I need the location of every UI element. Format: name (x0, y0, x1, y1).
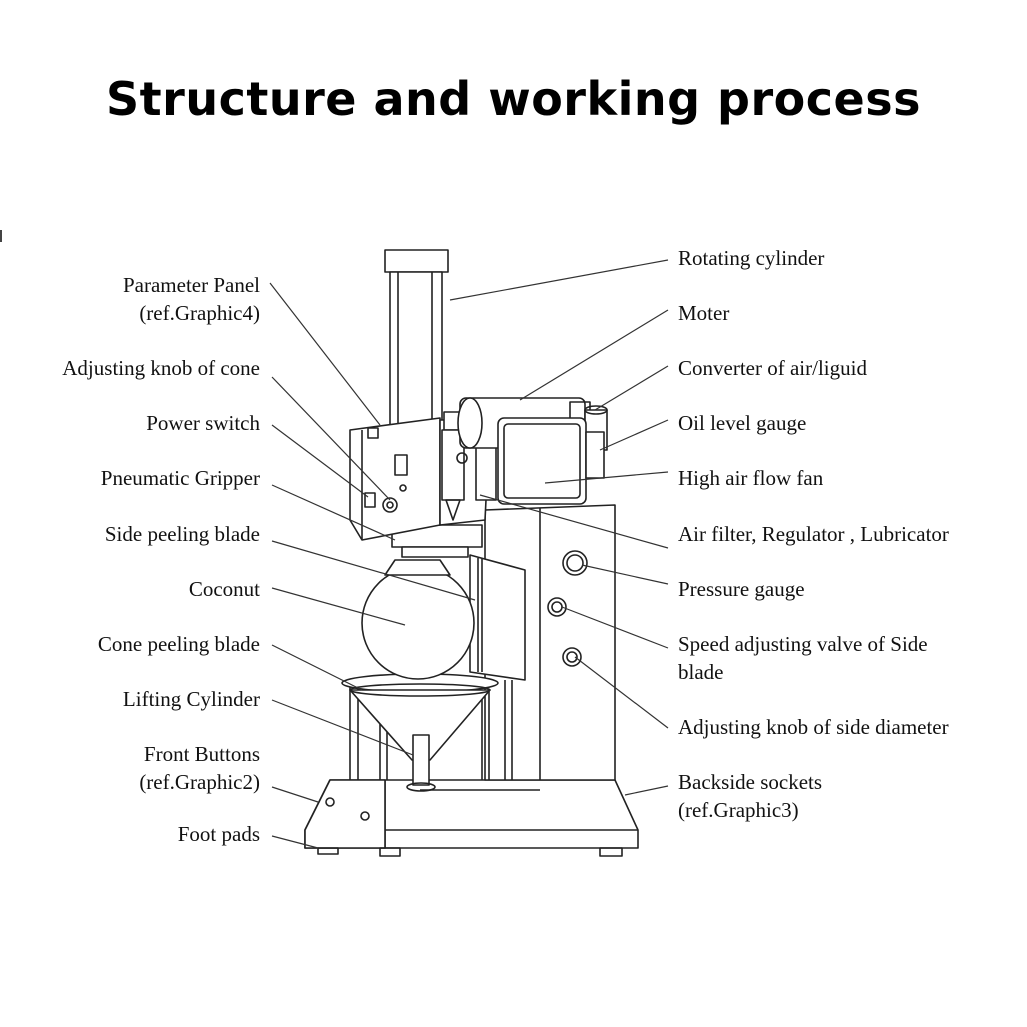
label-air-filter: Air filter, Regulator , Lubricator (678, 522, 949, 546)
control-head (349, 417, 441, 541)
cone-peeling-blade (341, 673, 499, 761)
label-lifting-cylinder: Lifting Cylinder (122, 687, 260, 711)
pressure-gauge (562, 550, 588, 576)
label-front-buttons: Front Buttons(ref.Graphic2) (139, 742, 260, 794)
foot-pads (317, 847, 623, 857)
oil-level-gauge (585, 431, 605, 479)
label-parameter-panel: Parameter Panel(ref.Graphic4) (122, 273, 260, 325)
label-foot-pads: Foot pads (177, 822, 260, 846)
label-backside-sockets: Backside sockets(ref.Graphic3) (678, 770, 823, 822)
leader-lines-right (449, 259, 669, 796)
power-switch (364, 492, 376, 508)
label-coconut: Coconut (188, 577, 260, 601)
label-cone-peeling-blade: Cone peeling blade (97, 632, 260, 656)
leader-lines-left (269, 282, 476, 849)
label-adjusting-knob-cone: Adjusting knob of cone (62, 356, 260, 380)
lifting-cylinder (406, 734, 436, 792)
coconut (361, 559, 475, 680)
label-power-switch: Power switch (146, 411, 260, 435)
label-oil-level-gauge: Oil level gauge (678, 411, 807, 435)
machine-base (304, 779, 639, 849)
label-rotating-cylinder: Rotating cylinder (678, 246, 825, 270)
label-adjusting-knob-side-diameter: Adjusting knob of side diameter (678, 715, 949, 739)
side-blade-arm (469, 554, 526, 681)
label-pneumatic-gripper: Pneumatic Gripper (100, 466, 260, 490)
page-title: Structure and working process (106, 72, 921, 126)
side-diameter-knob (562, 647, 582, 667)
label-moter: Moter (678, 301, 730, 325)
high-air-flow-fan (497, 417, 587, 505)
cone-knob (382, 484, 407, 513)
label-converter-air-liquid: Converter of air/liguid (678, 356, 867, 380)
label-high-air-flow-fan: High air flow fan (678, 466, 824, 490)
label-pressure-gauge: Pressure gauge (678, 577, 805, 601)
rotating-cylinder (384, 249, 449, 431)
air-filter-regulator (441, 411, 497, 521)
label-side-peeling-blade: Side peeling blade (104, 522, 260, 546)
edge-mark (0, 230, 2, 242)
